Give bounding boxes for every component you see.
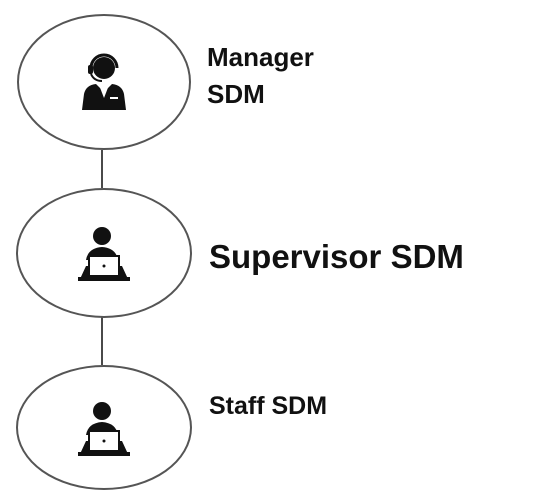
manager-label-line2: SDM xyxy=(207,79,265,109)
manager-label-line1: Manager xyxy=(207,42,314,72)
connector-supervisor-staff xyxy=(101,317,103,365)
supervisor-node-circle xyxy=(16,188,192,318)
supervisor-label: Supervisor SDM xyxy=(209,238,464,275)
connector-manager-supervisor xyxy=(101,150,103,188)
staff-laptop-icon xyxy=(78,401,130,456)
manager-person-icon xyxy=(82,53,126,110)
staff-label: Staff SDM xyxy=(209,392,328,420)
supervisor-laptop-icon xyxy=(78,227,130,281)
manager-node-circle xyxy=(17,14,191,150)
staff-node-circle xyxy=(16,365,192,490)
